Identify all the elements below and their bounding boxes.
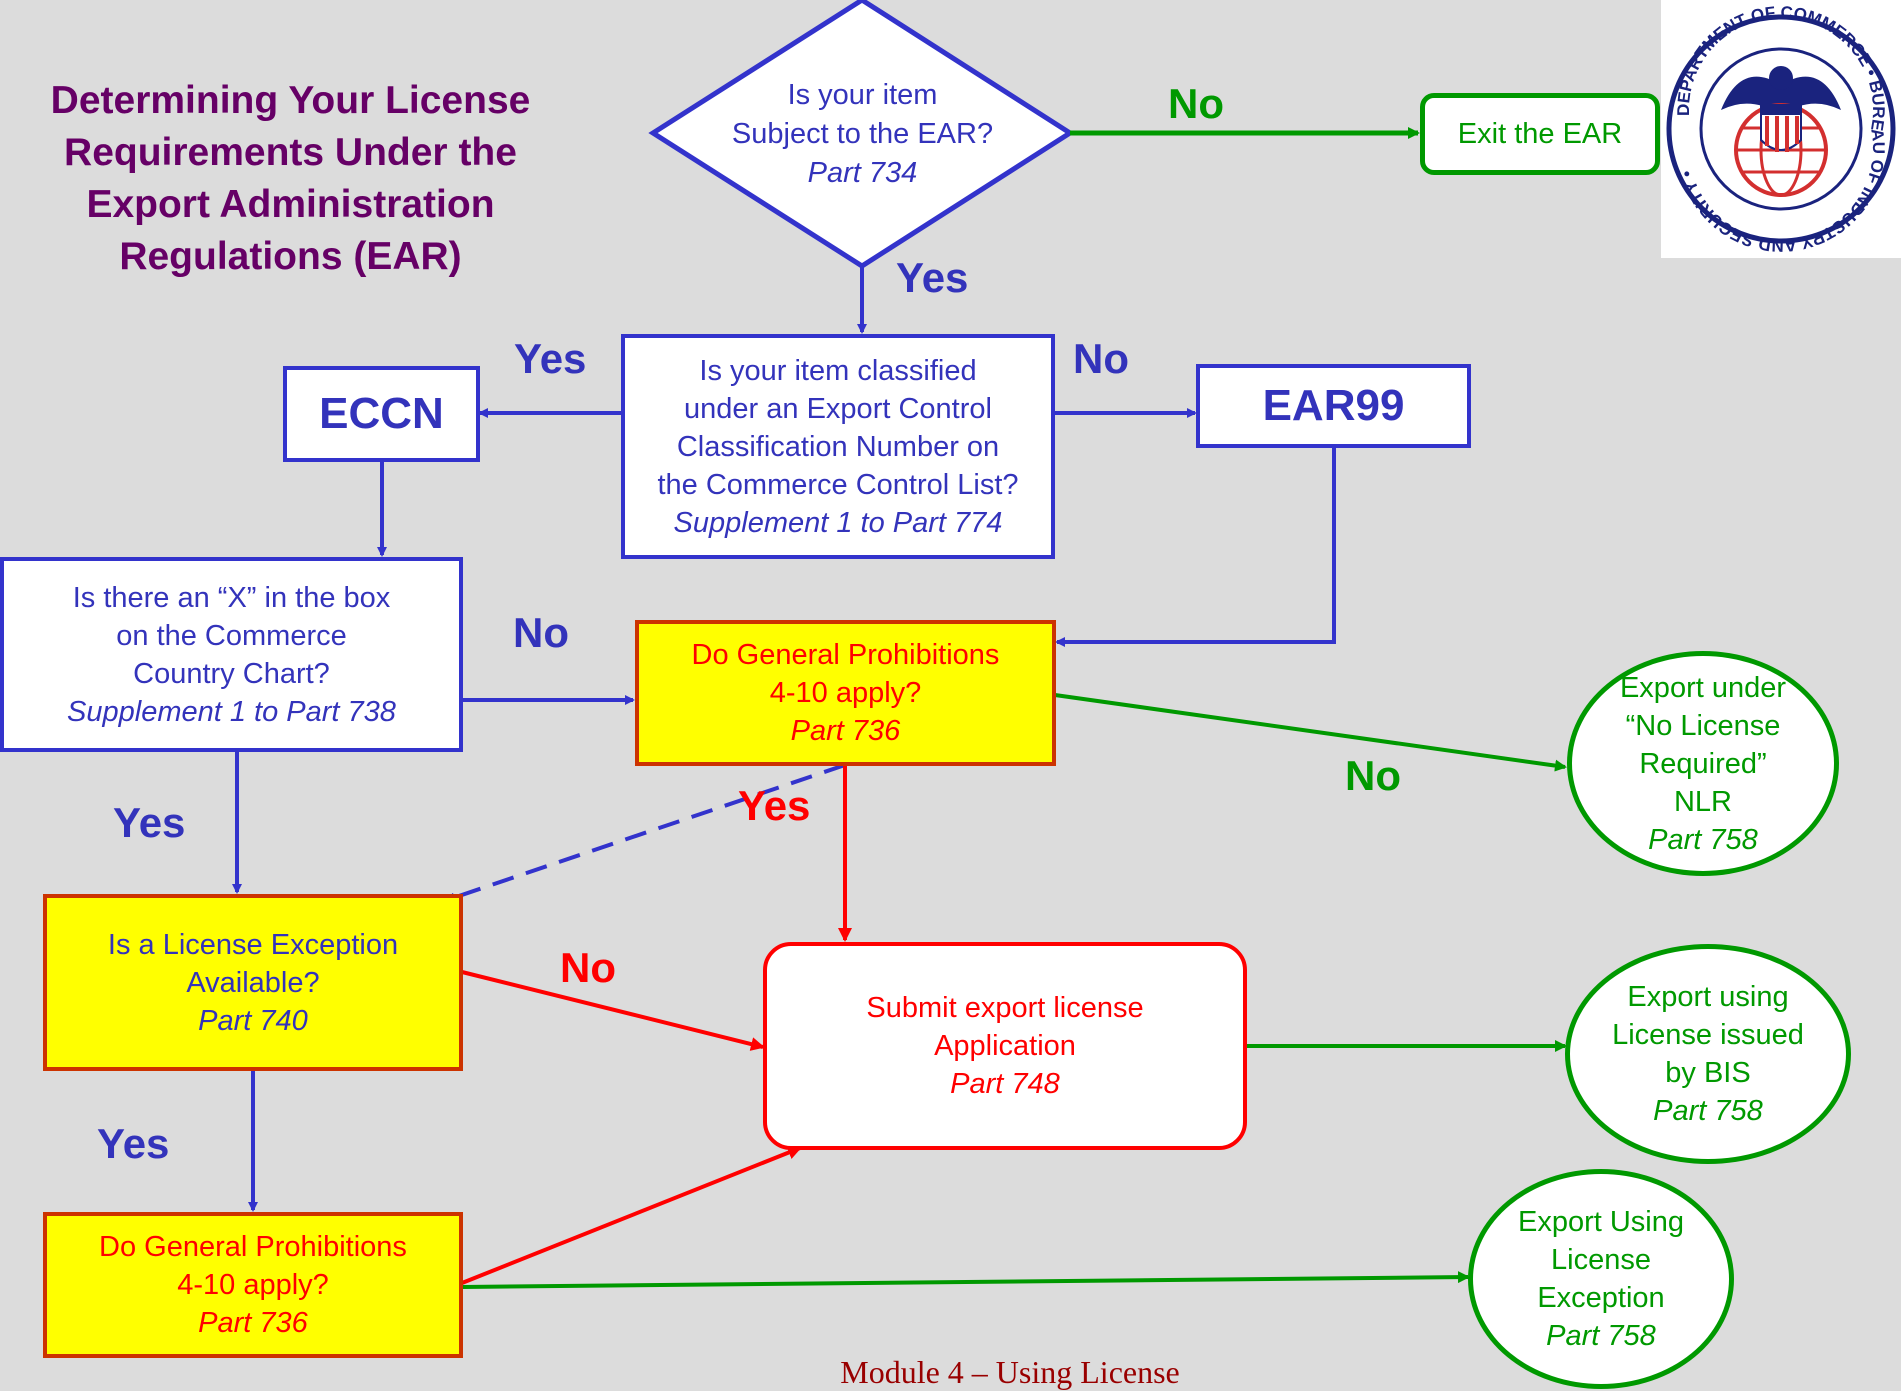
node-eccn: ECCN [283, 366, 480, 462]
edge-gpb-yes [461, 1145, 802, 1285]
node-text: NLR [1673, 785, 1732, 818]
label-xbox-yes: Yes [113, 799, 185, 846]
node-text: the Commerce Control List? [657, 468, 1019, 501]
edge-gpb-no [461, 1271, 1470, 1289]
node-ref: Part 748 [950, 1068, 1060, 1100]
node-text: License issued [1612, 1019, 1804, 1051]
node-ref: Part 736 [790, 715, 901, 747]
node-text: Is there an “X” in the box [72, 581, 391, 614]
node-text: on the Commerce [116, 619, 347, 652]
node-text: Exit the EAR [1457, 118, 1623, 150]
node-text: Required” [1639, 747, 1767, 780]
node-text: “No License [1625, 709, 1781, 742]
node-ref: Supplement 1 to Part 774 [673, 506, 1003, 539]
label-subject-yes: Yes [896, 254, 968, 301]
node-text: Country Chart? [133, 657, 330, 690]
node-text: Exception [1537, 1282, 1665, 1314]
node-subject: Is your item Subject to the EAR? Part 73… [680, 76, 1045, 193]
node-text: 4-10 apply? [177, 1269, 329, 1301]
label-subject-no: No [1168, 80, 1224, 127]
title-line: Regulations (EAR) [119, 235, 462, 278]
label-classified-no: No [1073, 335, 1129, 382]
node-text: Export using [1627, 981, 1789, 1013]
node-ear99: EAR99 [1196, 364, 1471, 448]
node-text: Do General Prohibitions [691, 639, 1000, 671]
node-text: Submit export license [866, 992, 1144, 1024]
node-text: under an Export Control [684, 392, 992, 425]
title-line: Determining Your License [50, 79, 531, 122]
label-xbox-no: No [513, 609, 569, 656]
node-gp-top: Do General Prohibitions 4-10 apply? Part… [635, 620, 1056, 766]
node-text: EAR99 [1262, 381, 1405, 430]
node-license-exception: Is a License Exception Available? Part 7… [43, 894, 463, 1071]
footer-text: Module 4 – Using License [840, 1354, 1180, 1390]
node-ref: Part 758 [1653, 1095, 1763, 1127]
node-ref: Part 740 [198, 1004, 308, 1037]
title-line: Export Administration [86, 183, 495, 226]
node-text: Subject to the EAR? [731, 118, 994, 150]
node-text: Do General Prohibitions [99, 1231, 407, 1263]
node-text: ECCN [319, 389, 444, 438]
node-text: Is your item [787, 79, 938, 111]
node-export-license: Export using License issued by BIS Part … [1565, 944, 1851, 1164]
node-x-box: Is there an “X” in the box on the Commer… [0, 557, 463, 752]
node-text: 4-10 apply? [769, 677, 922, 709]
edge-exception-no [461, 970, 765, 1051]
node-nlr: Export under “No License Required” NLR P… [1567, 651, 1839, 876]
edge-gp-yes-dashed [445, 763, 846, 903]
node-text: Application [934, 1030, 1076, 1062]
node-ref: Part 734 [807, 157, 918, 189]
label-gp-top-no: No [1345, 752, 1401, 799]
node-ref: Supplement 1 to Part 738 [67, 695, 396, 728]
edge-ear99-gp [1055, 447, 1336, 647]
label-classified-yes: Yes [514, 335, 586, 382]
node-text: Is a License Exception [107, 928, 399, 961]
label-gp-top-yes: Yes [738, 782, 810, 829]
bis-seal-logo: DEPARTMENT OF COMMERCE • BUREAU OF INDUS… [1661, 0, 1901, 258]
label-exception-yes: Yes [97, 1120, 169, 1167]
label-exception-no: No [560, 944, 616, 991]
node-ref: Part 758 [1648, 823, 1758, 856]
node-text: Classification Number on [676, 430, 1000, 463]
page-title: Determining Your License Requirements Un… [18, 75, 563, 283]
node-text: by BIS [1665, 1057, 1751, 1089]
node-text: Available? [186, 966, 320, 999]
seal-icon: DEPARTMENT OF COMMERCE • BUREAU OF INDUS… [1666, 3, 1896, 255]
node-classified: Is your item classified under an Export … [621, 334, 1055, 559]
node-submit: Submit export license Application Part 7… [763, 942, 1247, 1150]
node-text: Is your item classified [699, 354, 977, 387]
node-exit: Exit the EAR [1420, 93, 1660, 175]
node-text: License [1551, 1244, 1651, 1276]
node-ref: Part 758 [1546, 1320, 1656, 1352]
edge-gp-no [1054, 693, 1567, 772]
node-export-exception: Export Using License Exception Part 758 [1468, 1169, 1734, 1389]
node-ref: Part 736 [198, 1307, 308, 1339]
node-text: Export under [1619, 671, 1787, 704]
node-gp-bottom: Do General Prohibitions 4-10 apply? Part… [43, 1212, 463, 1358]
node-text: Export Using [1517, 1206, 1684, 1238]
title-line: Requirements Under the [64, 131, 517, 174]
